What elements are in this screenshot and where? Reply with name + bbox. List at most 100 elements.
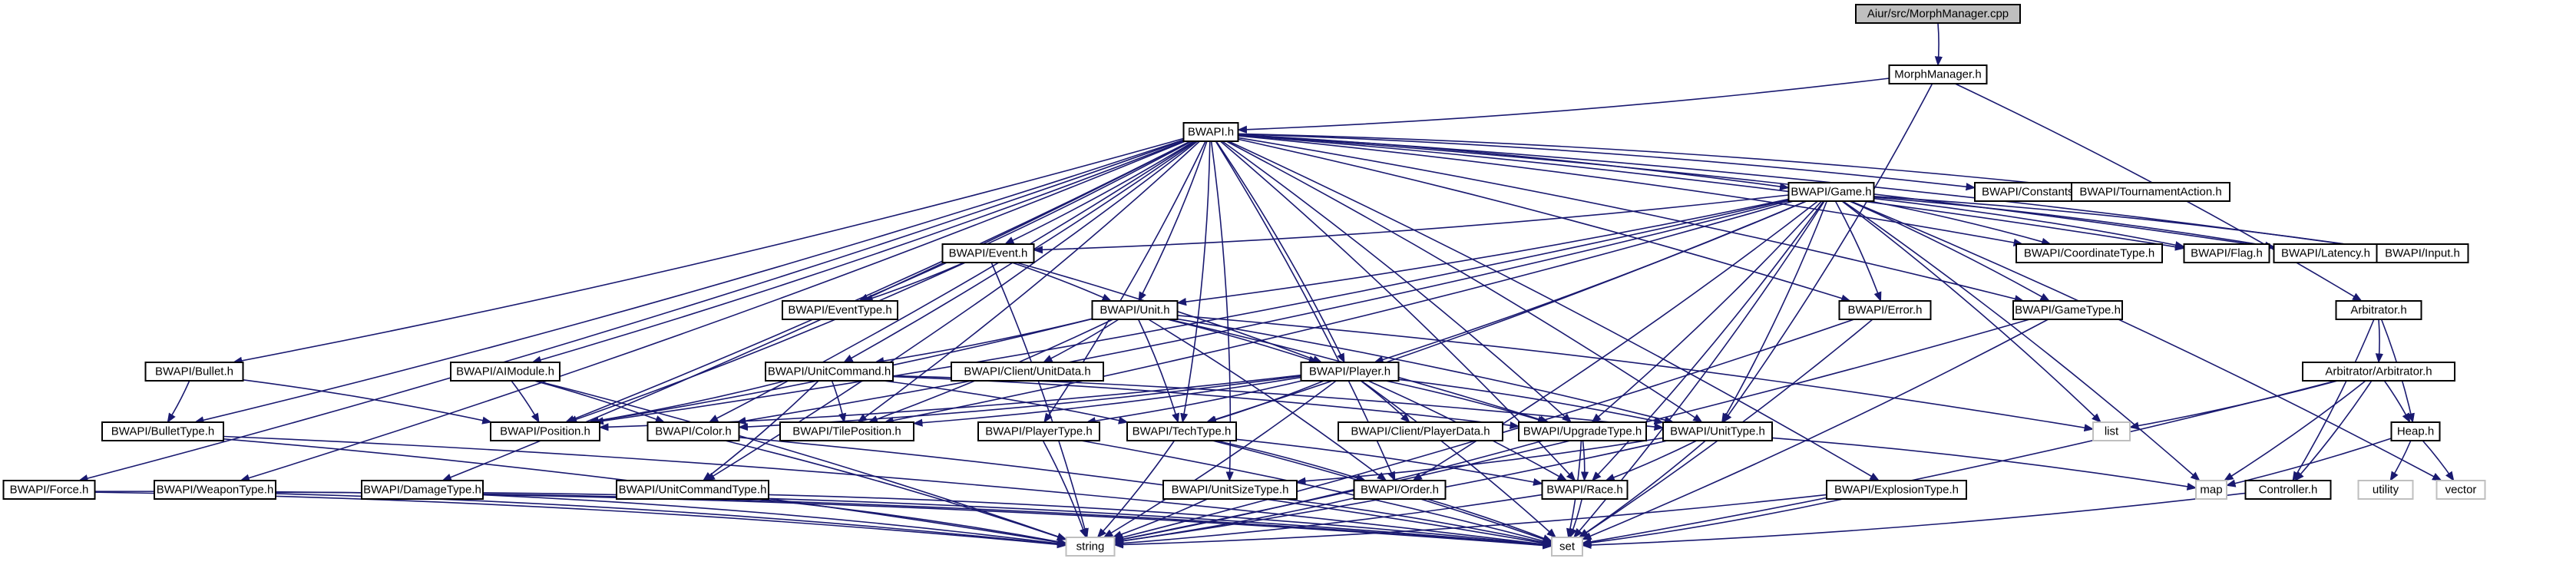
node-box: [616, 480, 769, 500]
node-error[interactable]: BWAPI/Error.h: [1838, 300, 1932, 320]
edge-player-to-set: [1361, 380, 1557, 538]
node-unit[interactable]: BWAPI/Unit.h: [1091, 300, 1179, 320]
node-label: BWAPI/Order.h: [1361, 484, 1439, 497]
node-tournamentaction[interactable]: BWAPI/TournamentAction.h: [2071, 182, 2230, 202]
node-label: map: [2200, 484, 2222, 497]
edge-heap-to-vector: [2422, 440, 2455, 482]
edge-playertype-to-string: [1042, 440, 1087, 539]
node-label: BWAPI/DamageType.h: [363, 484, 481, 497]
edge-unitcommand-to-unitcommandtype: [702, 380, 819, 481]
edge-bwapi-to-color: [708, 140, 1195, 423]
node-clientplayerdata[interactable]: BWAPI/Client/PlayerData.h: [1338, 421, 1503, 441]
node-box: [2435, 480, 2486, 500]
node-unitcommandtype[interactable]: BWAPI/UnitCommandType.h: [616, 480, 769, 500]
node-box: [2092, 421, 2131, 441]
node-bwapi[interactable]: BWAPI.h: [1182, 122, 1239, 142]
node-box: [2302, 362, 2455, 382]
node-box: [2015, 243, 2163, 263]
edge-color-to-string: [725, 440, 1067, 541]
node-label: BWAPI/ExplosionType.h: [1834, 484, 1959, 497]
node-upgradetype[interactable]: BWAPI/UpgradeType.h: [1518, 421, 1647, 441]
node-label: BWAPI/Unit.h: [1100, 304, 1169, 317]
node-box: [450, 362, 561, 382]
edge-player-to-tileposition: [912, 376, 1301, 427]
node-unittype[interactable]: BWAPI/UnitType.h: [1662, 421, 1773, 441]
node-label: Arbitrator.h: [2350, 304, 2406, 317]
edge-game-to-tileposition: [884, 200, 1794, 425]
node-flag[interactable]: BWAPI/Flag.h: [2183, 243, 2270, 263]
edge-explosiontype-to-string: [1113, 494, 1827, 549]
node-coordinatetype[interactable]: BWAPI/CoordinateType.h: [2015, 243, 2163, 263]
node-gametype[interactable]: BWAPI/GameType.h: [2012, 300, 2123, 320]
edge-order-to-set: [1427, 498, 1553, 542]
node-order[interactable]: BWAPI/Order.h: [1353, 480, 1447, 500]
node-playertype[interactable]: BWAPI/PlayerType.h: [977, 421, 1100, 441]
node-aimodule[interactable]: BWAPI/AIModule.h: [450, 362, 561, 382]
node-vector: vector: [2435, 480, 2486, 500]
node-set: set: [1551, 537, 1583, 557]
edge-morphmanager-to-unittype: [1722, 83, 1933, 424]
node-label: BWAPI/Position.h: [500, 425, 590, 438]
node-controller[interactable]: Controller.h: [2244, 480, 2332, 500]
edge-unit-to-unittype: [1177, 318, 1675, 425]
node-box: [1826, 480, 1967, 500]
node-arbitratorarbitrator[interactable]: Arbitrator/Arbitrator.h: [2302, 362, 2455, 382]
node-bullet[interactable]: BWAPI/Bullet.h: [144, 362, 244, 382]
node-root[interactable]: Aiur/src/MorphManager.cpp: [1855, 4, 2021, 24]
node-explosiontype[interactable]: BWAPI/ExplosionType.h: [1826, 480, 1967, 500]
node-eventtype[interactable]: BWAPI/EventType.h: [782, 300, 898, 320]
edge-arbitratorarbitrator-to-map: [2223, 380, 2366, 481]
node-arbitrator[interactable]: Arbitrator.h: [2335, 300, 2422, 320]
node-box: [2273, 243, 2379, 263]
node-label: BWAPI/Player.h: [1309, 365, 1391, 378]
edge-game-to-input: [1873, 196, 2378, 252]
node-techtype[interactable]: BWAPI/TechType.h: [1126, 421, 1237, 441]
node-event[interactable]: BWAPI/Event.h: [941, 243, 1035, 263]
node-bullettype[interactable]: BWAPI/BulletType.h: [101, 421, 224, 441]
edge-bwapi-to-techtype: [1180, 140, 1211, 424]
node-heap[interactable]: Heap.h: [2390, 421, 2441, 441]
node-box: [782, 300, 898, 320]
node-tileposition[interactable]: BWAPI/TilePosition.h: [779, 421, 914, 441]
edge-bwapi-to-aimodule: [531, 140, 1184, 364]
edge-playertype-to-set: [1080, 440, 1553, 545]
node-weapontype[interactable]: BWAPI/WeaponType.h: [154, 480, 276, 500]
edge-aimodule-to-string: [535, 380, 1067, 540]
edge-bwapi-to-upgradetype: [1222, 140, 1572, 423]
node-unitsizetype[interactable]: BWAPI/UnitSizeType.h: [1162, 480, 1298, 500]
node-label: BWAPI/Client/UnitData.h: [964, 365, 1090, 378]
node-clientunitdata[interactable]: BWAPI/Client/UnitData.h: [951, 362, 1104, 382]
node-label: BWAPI/Client/PlayerData.h: [1351, 425, 1490, 438]
node-label: BWAPI/UnitType.h: [1670, 425, 1765, 438]
edge-unitcommand-to-techtype: [883, 380, 1129, 425]
node-box: [1353, 480, 1447, 500]
node-race[interactable]: BWAPI/Race.h: [1541, 480, 1629, 500]
node-game[interactable]: BWAPI/Game.h: [1787, 182, 1875, 202]
edge-player-to-playertype: [1086, 380, 1302, 425]
node-box: [2183, 243, 2270, 263]
node-label: vector: [2445, 484, 2477, 497]
node-morphmanager[interactable]: MorphManager.h: [1888, 64, 1988, 84]
edge-player-to-unittype: [1398, 378, 1665, 425]
node-player[interactable]: BWAPI/Player.h: [1300, 362, 1400, 382]
edge-bwapi-to-constants: [1238, 133, 1976, 191]
node-position[interactable]: BWAPI/Position.h: [490, 421, 600, 441]
edge-game-to-gametype: [1849, 200, 2051, 302]
node-damagetype[interactable]: BWAPI/DamageType.h: [361, 480, 484, 500]
node-color[interactable]: BWAPI/Color.h: [646, 421, 740, 441]
node-box: [1300, 362, 1400, 382]
edge-race-to-string: [1113, 494, 1543, 547]
node-box: [1787, 182, 1875, 202]
node-unitcommand[interactable]: BWAPI/UnitCommand.h: [765, 362, 894, 382]
edge-techtype-to-order: [1215, 440, 1367, 482]
edge-player-to-string: [1103, 380, 1337, 538]
edge-bwapi-to-event: [1004, 140, 1195, 245]
node-input[interactable]: BWAPI/Input.h: [2376, 243, 2469, 263]
edge-gametype-to-set: [1581, 319, 2049, 540]
node-label: BWAPI/GameType.h: [2015, 304, 2121, 317]
node-label: BWAPI/Event.h: [949, 247, 1028, 260]
node-label: set: [1559, 540, 1576, 553]
node-latency[interactable]: BWAPI/Latency.h: [2273, 243, 2379, 263]
edge-bwapi-to-bullettype: [193, 139, 1184, 425]
node-force[interactable]: BWAPI/Force.h: [2, 480, 96, 500]
